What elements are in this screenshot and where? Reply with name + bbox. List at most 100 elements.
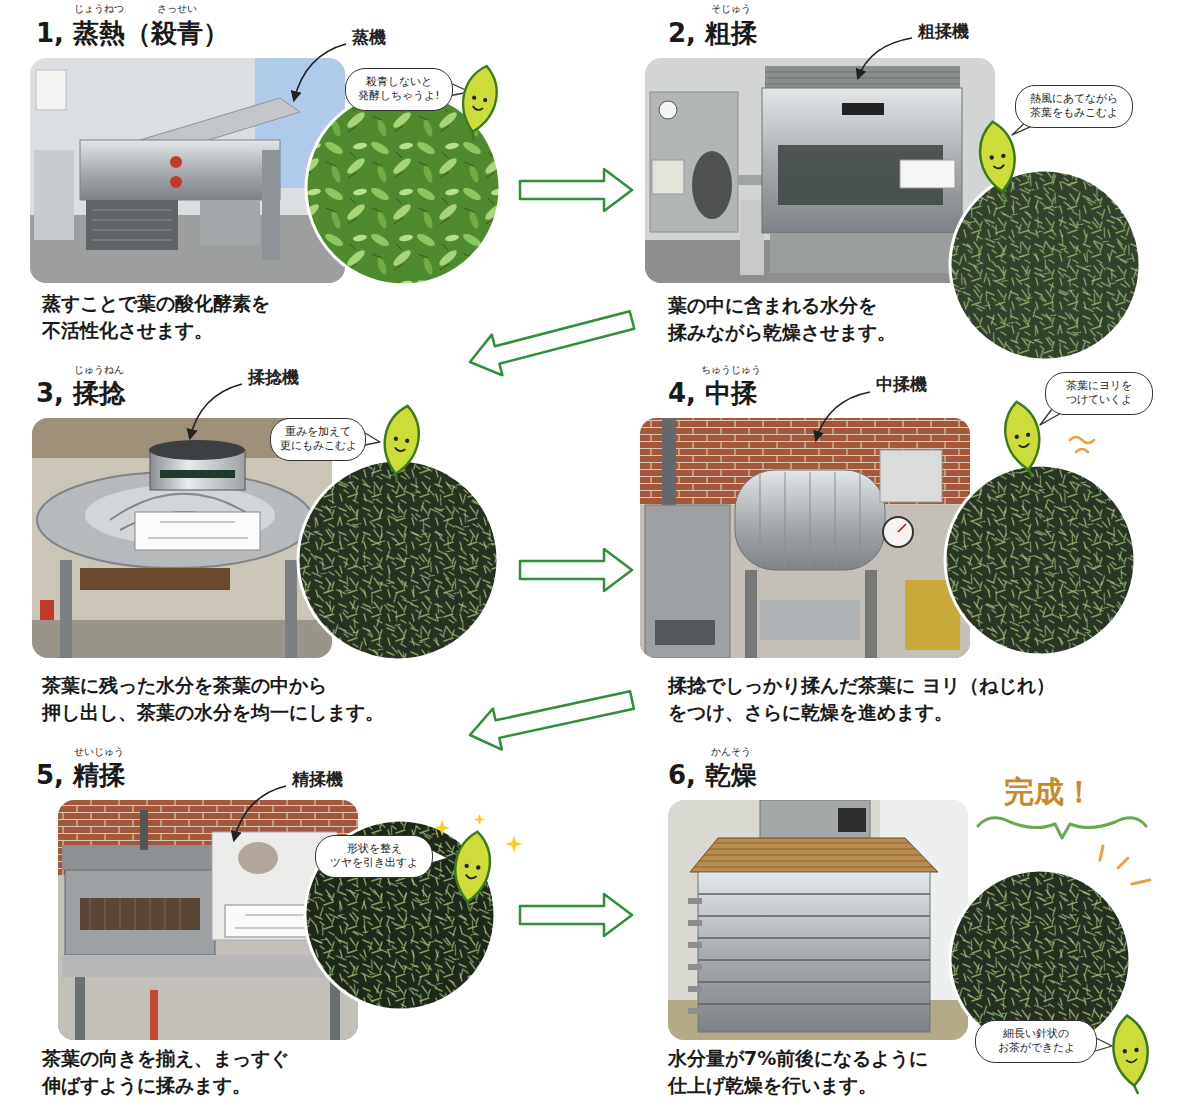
bubble-text: 茶葉にヨリを つけていくよ xyxy=(1054,379,1144,408)
text-holder: 完成！ xyxy=(1004,774,1094,810)
text-holder: さっせい xyxy=(157,3,197,15)
text-holder: ちゅうじゅう xyxy=(701,364,761,376)
machine-photo xyxy=(698,894,930,1004)
decoration xyxy=(474,814,485,825)
machine-photo xyxy=(745,570,757,658)
machine-photo xyxy=(760,600,860,640)
tea-leaf-closeup xyxy=(945,465,1135,655)
step-panel: 1, 蒸熱（殺青）蒸すことで葉の酸化酵素を 不活性化させます。殺青しないと 発酵… xyxy=(28,0,520,345)
text-holder: かんそう xyxy=(711,746,751,758)
leader-line xyxy=(294,44,346,100)
text-holder: 6, 乾燥 xyxy=(668,760,757,791)
machine-photo xyxy=(735,470,885,570)
machine-photo xyxy=(880,800,968,1040)
machine-photo xyxy=(760,472,860,568)
decoration xyxy=(434,820,450,836)
leader-line xyxy=(858,38,912,78)
bubble-text: 形状を整え ツヤを引き出すよ xyxy=(324,842,424,871)
machine-photo xyxy=(32,620,332,658)
machine-photo xyxy=(688,898,702,904)
machine-photo xyxy=(765,66,960,88)
machine-photo xyxy=(36,70,66,110)
machine-photo xyxy=(92,210,172,240)
machine-photo xyxy=(30,58,345,283)
machine-photo xyxy=(762,88,962,233)
step-title: 2, 粗揉 xyxy=(668,18,757,49)
machine-photo xyxy=(688,942,702,948)
machine-photo xyxy=(160,470,235,478)
machine-photo xyxy=(75,977,85,1040)
machine-photo xyxy=(905,580,960,650)
machine-photo xyxy=(85,485,275,545)
decoration xyxy=(505,835,523,853)
machine-photo xyxy=(880,450,942,502)
machine-photo xyxy=(170,176,182,188)
leaf-character xyxy=(455,63,502,143)
step-description: 水分量が7%前後になるように 仕上げ乾燥を行います。 xyxy=(668,1045,938,1098)
machine-photo xyxy=(40,600,54,620)
machine-photo xyxy=(659,101,677,119)
step-description: 揉捻でしっかり揉んだ茶葉に ヨリ（ねじれ）をつけ、さらに乾燥を進めます。 xyxy=(668,672,1097,725)
machine-photo xyxy=(652,160,684,194)
machine-photo xyxy=(668,1000,968,1040)
machine-label: 粗揉機 xyxy=(918,21,969,41)
speech-bubble: 細長い針状の お茶ができたよ xyxy=(975,1020,1097,1063)
leaf-character xyxy=(976,119,1021,201)
machine-photo xyxy=(690,838,938,872)
tea-leaf-closeup xyxy=(298,460,498,660)
machine-photo xyxy=(140,810,148,850)
machine-label: 蒸機 xyxy=(352,27,386,47)
furigana: ちゅうじゅう xyxy=(701,364,761,376)
machine-photo xyxy=(80,898,200,930)
machine-photo xyxy=(255,58,345,188)
leaf-character xyxy=(450,829,495,911)
text-holder: 5, 精揉 xyxy=(36,760,125,791)
decoration xyxy=(978,818,1146,838)
tea-leaf-closeup xyxy=(945,465,1135,655)
speech-bubble: 形状を整え ツヤを引き出すよ xyxy=(315,835,433,878)
machine-photo xyxy=(110,494,250,530)
text-holder: 蒸すことで葉の酸化酵素を 不活性化させます。 xyxy=(42,290,281,343)
flow-arrow xyxy=(520,169,632,211)
machine-photo xyxy=(34,150,74,240)
machine-photo xyxy=(688,964,702,970)
text-holder: 茶葉に残った水分を茶葉の中から 押し出し、茶葉の水分を均一にします。 xyxy=(42,672,395,725)
machine-photo xyxy=(80,140,280,200)
machine-photo xyxy=(60,560,72,658)
leaf-character xyxy=(378,403,424,484)
machine-photo xyxy=(62,955,352,977)
step-title: 3, 揉捻 xyxy=(36,378,125,409)
bubble-tail xyxy=(360,82,1112,1052)
machine-photo xyxy=(655,620,715,645)
machine-photo xyxy=(900,160,955,188)
leader-line xyxy=(234,786,286,840)
machine-photo xyxy=(645,58,995,283)
decoration xyxy=(1100,846,1150,884)
machine-photo xyxy=(668,800,968,1040)
machine-photo xyxy=(148,522,248,538)
machine-photo xyxy=(150,990,158,1040)
text-holder: 茶葉の向きを揃え、まっすぐ 伸ばすように揉みます。 xyxy=(42,1045,300,1098)
machine-photo xyxy=(765,72,960,84)
tea-leaf-closeup xyxy=(950,170,1140,360)
machine-label: 精揉機 xyxy=(292,769,343,789)
tea-leaf-closeup xyxy=(305,820,495,1010)
flow-arrow xyxy=(470,311,634,375)
machine-photo xyxy=(62,845,212,870)
speech-bubble: 重みを加えて 更にもみこむよ xyxy=(270,418,366,461)
step-title: 4, 中揉 xyxy=(668,378,757,409)
step-title: 6, 乾燥 xyxy=(668,760,757,791)
machine-photo xyxy=(842,103,884,115)
text-holder: そじゅう xyxy=(711,3,751,15)
decoration xyxy=(434,437,1150,884)
machine-photo xyxy=(37,472,313,568)
step-description: 葉の中に含まれる水分を 揉みながら乾燥させます。 xyxy=(668,292,907,345)
step-title: 5, 精揉 xyxy=(36,760,125,791)
text-holder: 精揉機 xyxy=(292,769,343,789)
machine-photo xyxy=(770,233,955,273)
furigana: せいじゅう xyxy=(74,746,124,758)
bubble-text: 熱風にあてながら 茶葉をもみこむよ xyxy=(1024,92,1124,121)
text-holder: 水分量が7%前後になるように 仕上げ乾燥を行います。 xyxy=(668,1045,938,1098)
step-title: 1, 蒸熱（殺青） xyxy=(36,18,229,49)
